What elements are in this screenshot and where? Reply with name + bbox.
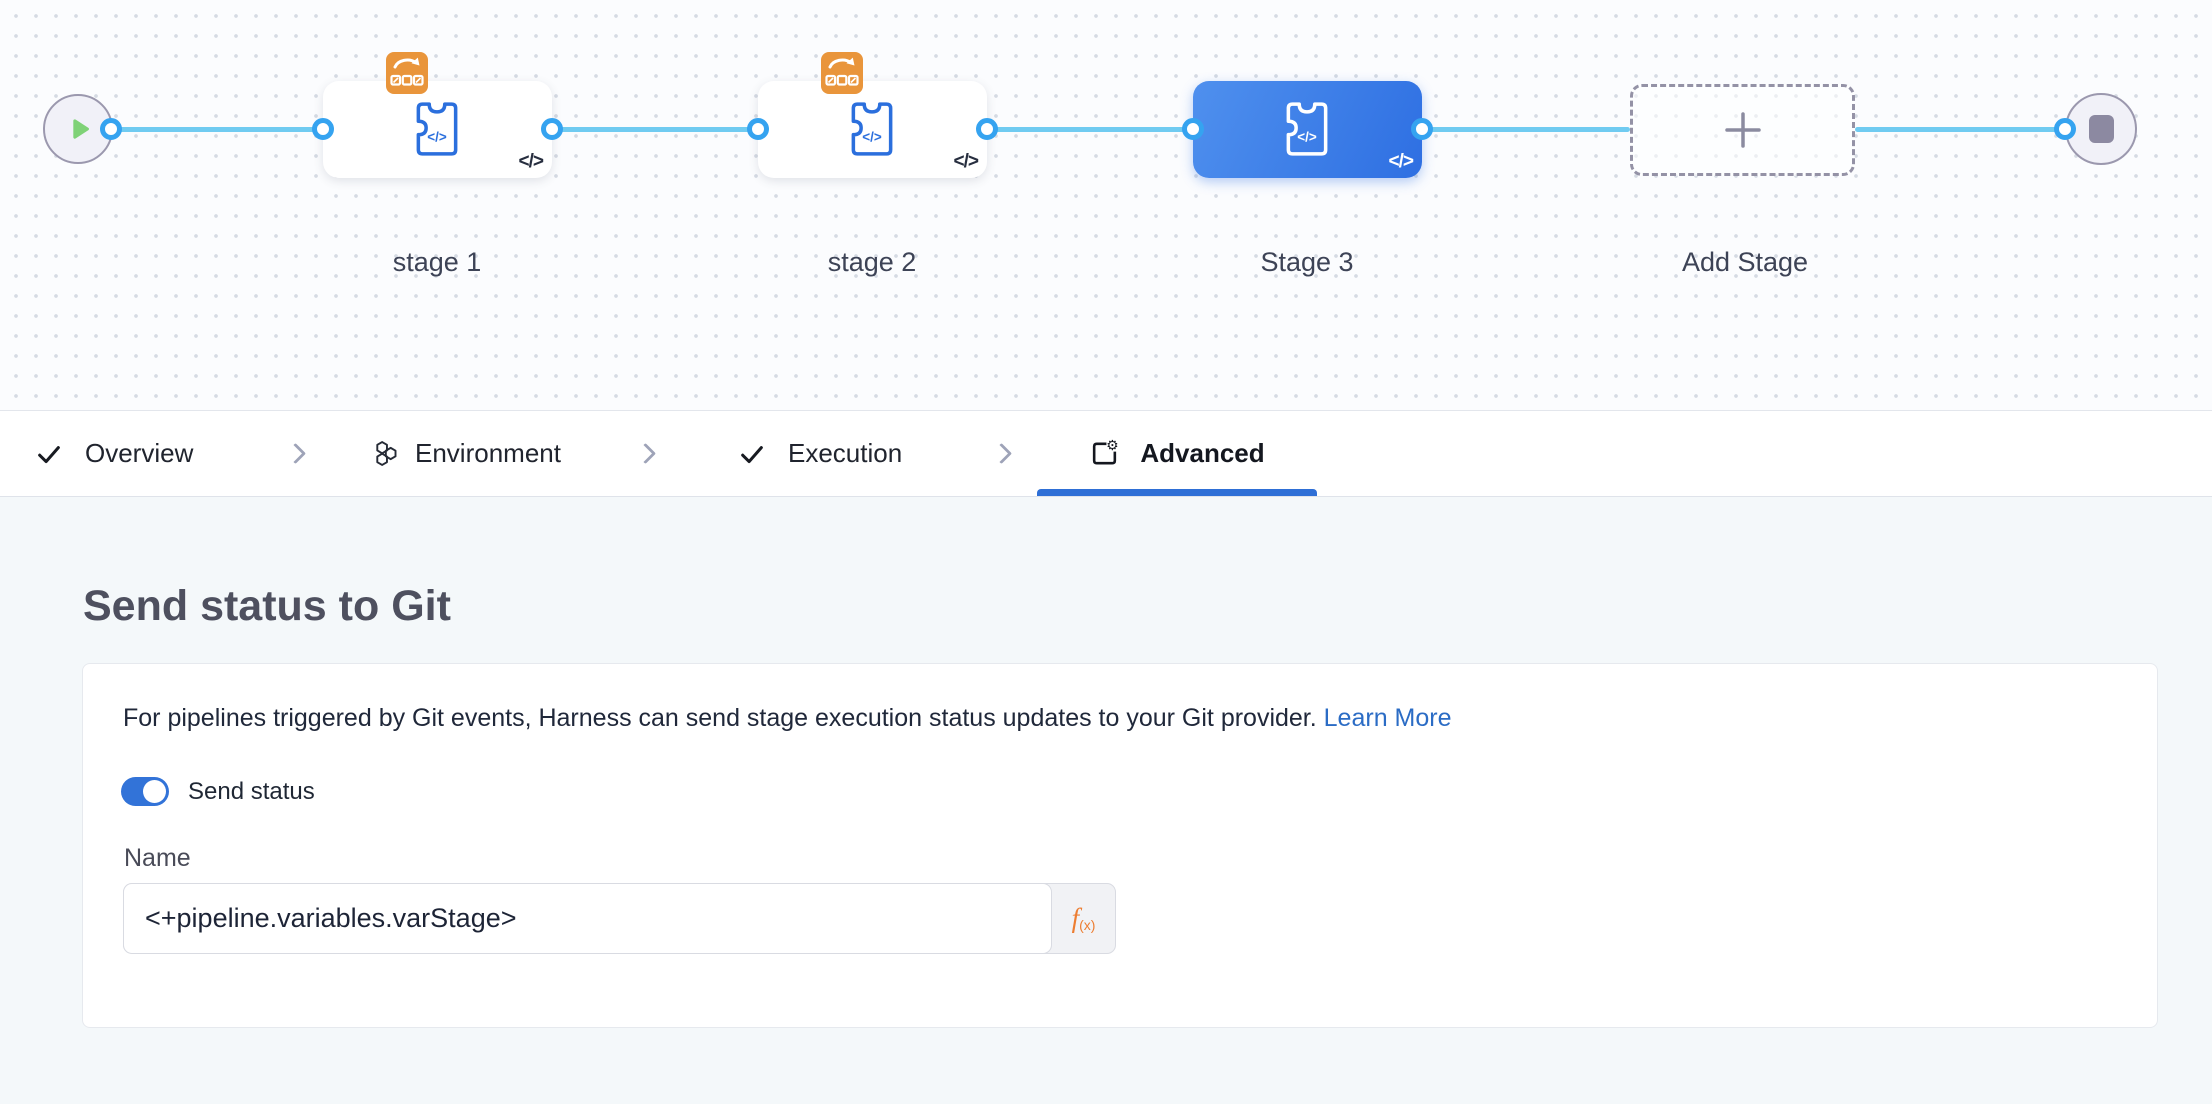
yaml-code-icon: </> — [1388, 151, 1415, 172]
plus-icon — [1724, 112, 1761, 148]
port-start-out[interactable] — [100, 118, 122, 140]
yaml-code-icon: </> — [518, 151, 545, 172]
chevron-right-icon — [990, 411, 1013, 496]
port-stage3-in[interactable] — [1182, 118, 1204, 140]
svg-text:</>: </> — [427, 129, 447, 144]
stage-card-stage3-selected[interactable]: </> </> — [1193, 81, 1422, 178]
tab-environment[interactable]: Environment — [372, 411, 561, 496]
port-end-in[interactable] — [2054, 118, 2076, 140]
stop-icon — [2088, 115, 2114, 143]
stage-label: stage 1 — [392, 247, 482, 277]
check-icon — [38, 445, 60, 463]
chevron-right-icon — [284, 411, 307, 496]
name-field-label: Name — [124, 844, 191, 872]
port-stage2-in[interactable] — [747, 118, 769, 140]
connector-line — [552, 127, 758, 132]
expression-fx-button[interactable]: f(x) — [1071, 903, 1096, 933]
port-stage3-out[interactable] — [1411, 118, 1433, 140]
send-status-toggle-row: Send status — [121, 777, 315, 806]
send-status-toggle[interactable] — [121, 777, 169, 806]
stage-label: Stage 3 — [1260, 247, 1354, 277]
connector-line — [1422, 127, 1630, 132]
port-stage1-in[interactable] — [312, 118, 334, 140]
send-status-card: For pipelines triggered by Git events, H… — [82, 663, 2158, 1028]
rollback-badge-icon — [821, 52, 863, 94]
tab-execution[interactable]: Execution — [738, 411, 902, 496]
pipeline-canvas[interactable]: </> </> </> </> </> </> — [0, 0, 2212, 411]
toggle-label: Send status — [188, 777, 315, 805]
description-text: For pipelines triggered by Git events, H… — [123, 704, 1452, 732]
name-input-group: f(x) — [123, 883, 1116, 954]
custom-stage-icon: </> — [851, 102, 893, 156]
tab-advanced[interactable]: ⚙ Advanced — [1037, 411, 1317, 496]
chevron-right-icon — [634, 411, 657, 496]
port-stage2-out[interactable] — [976, 118, 998, 140]
add-stage-button[interactable] — [1630, 84, 1855, 176]
connector-line — [1855, 127, 2065, 132]
svg-text:⚙: ⚙ — [1107, 438, 1120, 454]
stage-card-stage1[interactable]: </> </> — [323, 81, 552, 178]
custom-stage-icon: </> — [416, 102, 458, 156]
toggle-knob — [143, 780, 166, 803]
stage-label: stage 2 — [827, 247, 917, 277]
connector-line — [111, 127, 323, 132]
name-input[interactable] — [123, 883, 1052, 954]
rollback-badge-icon — [386, 52, 428, 94]
pipeline-end-node[interactable] — [2065, 93, 2137, 165]
tab-overview[interactable]: Overview — [35, 411, 193, 496]
check-icon — [741, 445, 763, 463]
yaml-code-icon: </> — [953, 151, 980, 172]
stage-card-stage2[interactable]: </> </> — [758, 81, 987, 178]
section-heading: Send status to Git — [83, 582, 451, 630]
hexagons-icon — [376, 441, 397, 466]
connector-line — [987, 127, 1193, 132]
doc-gear-icon: ⚙ — [1093, 438, 1120, 465]
port-stage1-out[interactable] — [541, 118, 563, 140]
stage-config-tabbar: Overview Environment Execution — [0, 411, 2212, 497]
advanced-tab-panel: Send status to Git For pipelines trigger… — [0, 497, 2212, 1104]
custom-stage-icon: </> — [1286, 102, 1328, 156]
add-stage-label: Add Stage — [1681, 247, 1809, 277]
learn-more-link[interactable]: Learn More — [1323, 704, 1452, 732]
svg-text:</>: </> — [862, 129, 882, 144]
play-icon — [73, 119, 89, 139]
svg-text:</>: </> — [1297, 129, 1317, 144]
